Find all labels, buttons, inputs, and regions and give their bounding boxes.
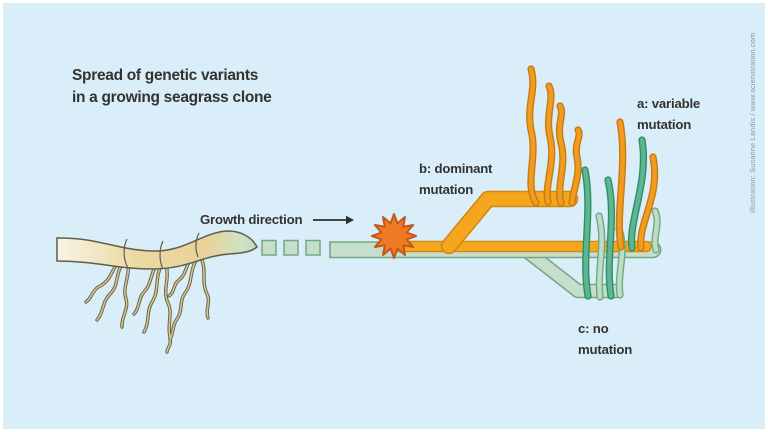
page-title-line-2: in a growing seagrass clone bbox=[72, 89, 272, 106]
growth-direction-arrow-icon bbox=[313, 215, 354, 225]
mutation-star-icon bbox=[371, 213, 417, 259]
label-a-line-1: a: variable bbox=[637, 96, 700, 111]
label-c-line-1: c: no bbox=[578, 321, 609, 336]
branch-b-tube bbox=[442, 192, 577, 253]
label-a-line-2: mutation bbox=[637, 117, 691, 132]
rhizome-body bbox=[56, 230, 258, 270]
shoots-a-pale bbox=[655, 211, 657, 250]
rhizome-segment-lines bbox=[123, 232, 200, 270]
label-c-line-2: mutation bbox=[578, 342, 632, 357]
credit-text: Illustration: Susanne Landis / www.scien… bbox=[748, 33, 757, 213]
label-b-line-1: b: dominant bbox=[419, 161, 493, 176]
growth-direction-label: Growth direction bbox=[200, 212, 302, 227]
label-b-line-2: mutation bbox=[419, 182, 473, 197]
branch-c-tube bbox=[518, 243, 622, 297]
page-title-line-1: Spread of genetic variants bbox=[72, 67, 258, 84]
growth-dashes bbox=[261, 239, 321, 256]
